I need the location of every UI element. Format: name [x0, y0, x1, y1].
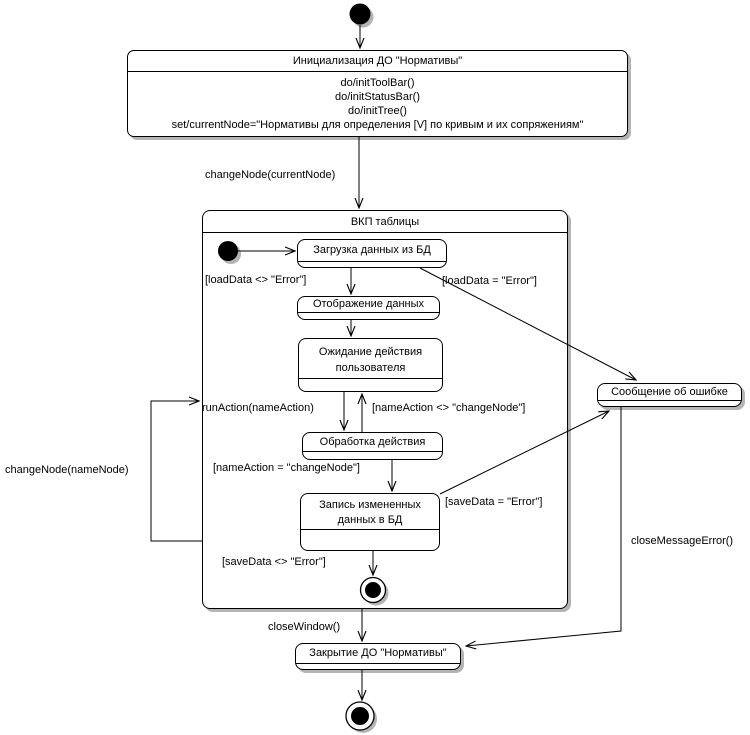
transition-label-name-action-neq: [nameAction <> "changeNode"] [372, 402, 526, 414]
transition-label-name-action-eq: [nameAction = "changeNode"] [213, 462, 360, 474]
transition-label-load-error: [loadData = "Error"] [442, 275, 537, 287]
state-load-data-from-db: Загрузка данных из БД [297, 239, 447, 268]
state-empty-compartment [296, 663, 460, 669]
state-title: Инициализация ДО "Нормативы" [128, 51, 627, 72]
final-state-dot [351, 707, 369, 725]
composite-state-title: ВКП таблицы [203, 211, 567, 233]
state-label: Загрузка данных из БД [313, 244, 431, 256]
state-actions: do/initToolBar() do/initStatusBar() do/i… [128, 72, 627, 136]
final-state-icon [345, 701, 375, 731]
transition-label-close-window: closeWindow() [268, 621, 341, 633]
state-init-do-normativy: Инициализация ДО "Нормативы" do/initTool… [127, 50, 628, 137]
state-label: Закрытие ДО "Нормативы" [309, 647, 447, 659]
action-init-statusbar: do/initStatusBar() [335, 91, 420, 103]
state-empty-compartment [303, 451, 442, 459]
transition-label-load-ok: [loadData <> "Error"] [205, 274, 307, 286]
state-save-changed-data: Запись измененных данных в БД [300, 493, 440, 551]
action-init-toolbar: do/initToolBar() [340, 77, 415, 89]
transition-label-change-node-name: changeNode(nameNode) [5, 464, 129, 476]
state-label: Запись измененных данных в БД [319, 498, 421, 526]
action-set-current-node: set/currentNode="Нормативы для определен… [171, 119, 584, 131]
state-label: Ожидание действия пользователя [318, 345, 423, 374]
state-empty-compartment [298, 312, 439, 319]
state-display-data: Отображение данных [297, 296, 440, 320]
transition-label-close-message-error: closeMessageError() [631, 535, 734, 547]
state-empty-compartment [298, 261, 446, 267]
state-label: Сообщение об ошибке [611, 385, 728, 398]
transition-vkp-self-loop [150, 401, 202, 542]
state-empty-compartment [598, 400, 741, 406]
transition-label-run-action: runAction(nameAction) [202, 402, 314, 414]
transition-label-save-ok: [saveData <> "Error"] [222, 556, 326, 568]
state-process-action: Обработка действия [302, 432, 443, 460]
initial-state-shadow [352, 6, 374, 28]
transition-label-save-error: [saveData = "Error"] [445, 496, 543, 508]
state-empty-compartment [299, 378, 442, 391]
state-empty-compartment [301, 529, 439, 550]
state-error-message: Сообщение об ошибке [597, 383, 742, 407]
action-init-tree: do/initTree() [348, 105, 407, 117]
state-label: Отображение данных [312, 298, 425, 310]
state-label: Обработка действия [319, 435, 426, 448]
composite-state-body [203, 233, 567, 608]
state-close-do-normativy: Закрытие ДО "Нормативы" [295, 643, 461, 670]
transition-label-change-node-current: changeNode(currentNode) [205, 169, 336, 181]
initial-state-icon [349, 3, 371, 25]
final-state-shadow [349, 705, 377, 733]
state-wait-user-action: Ожидание действия пользователя [298, 338, 443, 392]
